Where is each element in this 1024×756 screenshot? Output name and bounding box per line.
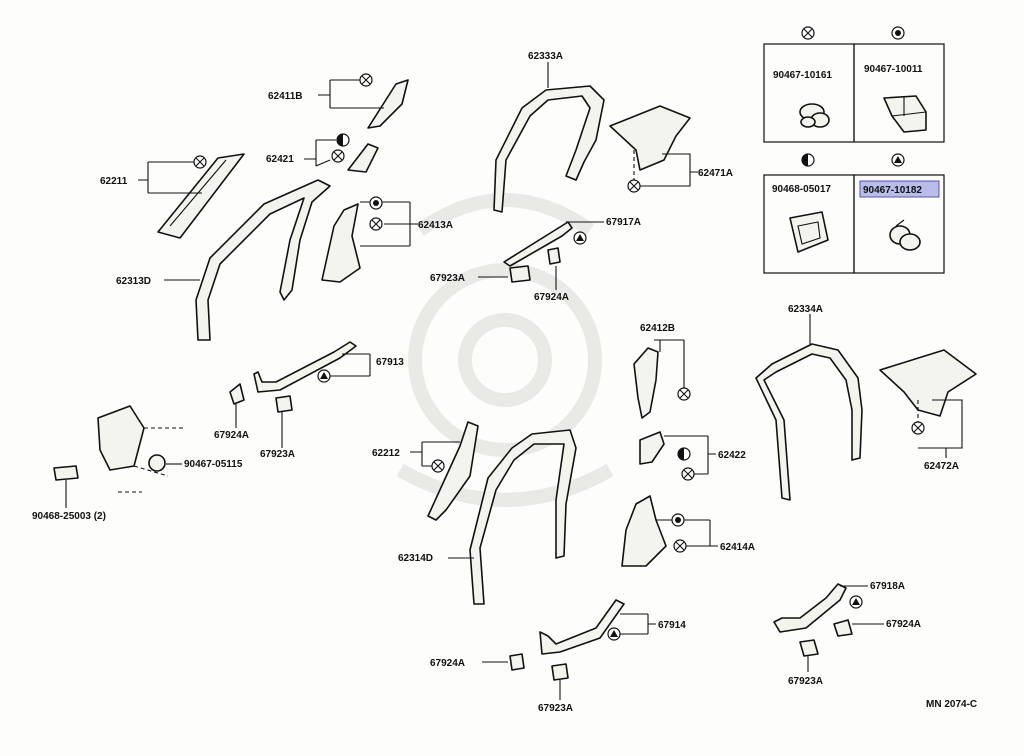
trim-62414A <box>621 495 667 567</box>
leader-lines <box>65 62 963 700</box>
label-90468-25003: 90468-25003 (2) <box>32 511 106 522</box>
triangle-icon <box>317 369 331 383</box>
label-62471A: 62471A <box>698 168 733 179</box>
legend-panel: 90467-10161 90467-10011 90468-05017 9046… <box>763 26 945 274</box>
clip-67924A-right <box>833 619 853 637</box>
label-67923A-right: 67923A <box>788 676 823 687</box>
cross-icon <box>331 149 345 163</box>
cross-icon <box>681 467 695 481</box>
legend-part-cross: 90467-10161 <box>773 70 832 81</box>
label-62411B: 62411B <box>268 91 302 102</box>
legend-box-dot <box>853 43 945 143</box>
label-67923A-left: 67923A <box>260 449 295 460</box>
label-62422: 62422 <box>718 450 746 461</box>
label-62212: 62212 <box>372 448 400 459</box>
weatherstrip-62334A <box>755 343 863 501</box>
legend-dot-icon <box>891 26 905 40</box>
legend-box-triangle <box>853 174 945 274</box>
garnish-62421 <box>347 143 379 173</box>
trim-62412B <box>633 347 659 419</box>
label-62472A: 62472A <box>924 461 959 472</box>
triangle-icon <box>849 595 863 609</box>
clip-67924A-top <box>547 247 561 265</box>
clip-90468-05017-icon <box>789 211 829 253</box>
legend-highlight <box>859 180 940 198</box>
cross-icon <box>193 155 207 169</box>
label-67924A-bottom: 67924A <box>430 658 465 669</box>
label-62421: 62421 <box>266 154 294 165</box>
legend-part-half: 90468-05017 <box>772 184 831 195</box>
cross-icon <box>627 179 641 193</box>
triangle-icon <box>573 231 587 245</box>
trim-62422 <box>639 431 665 465</box>
label-67924A-right: 67924A <box>886 619 921 630</box>
legend-triangle-icon <box>891 153 905 167</box>
legend-cross-icon <box>801 26 815 40</box>
label-67914: 67914 <box>658 620 686 631</box>
half-icon <box>677 447 691 461</box>
label-67923A-bottom: 67923A <box>538 703 573 714</box>
clip-67924A-left <box>229 383 245 405</box>
cross-icon <box>369 217 383 231</box>
label-67913: 67913 <box>376 357 404 368</box>
panel-62472A <box>879 349 977 417</box>
label-62334A: 62334A <box>788 304 823 315</box>
label-62412B: 62412B <box>640 323 675 334</box>
triangle-icon <box>607 627 621 641</box>
garnish-62411B <box>367 79 409 129</box>
label-62333A: 62333A <box>528 51 563 62</box>
label-62413A: 62413A <box>418 220 453 231</box>
weatherstrip-62314D <box>469 429 577 605</box>
legend-part-triangle: 90467-10182 <box>863 185 922 196</box>
cross-icon <box>359 73 373 87</box>
label-62313D: 62313D <box>116 276 151 287</box>
label-67924A-left: 67924A <box>214 430 249 441</box>
cross-icon <box>673 539 687 553</box>
label-90467-05115: 90467-05115 <box>184 459 243 470</box>
clip-90467-10011-icon <box>883 95 927 133</box>
clip-67923A-top <box>509 265 531 283</box>
panel-62471A <box>609 105 691 171</box>
cross-icon <box>677 387 691 401</box>
clip-90467-10182-icon <box>889 219 921 251</box>
dot-icon <box>369 196 383 210</box>
clip-67924A-bottom <box>509 653 525 671</box>
label-62211: 62211 <box>100 176 128 187</box>
legend-half-icon <box>801 153 815 167</box>
part-labels: 62411B 62421 62211 62413A 62313D 62333A … <box>32 51 977 714</box>
label-67918A: 67918A <box>870 581 905 592</box>
grommet-90467-05115 <box>148 454 166 472</box>
scuff-plate-67914 <box>539 599 625 655</box>
label-67924A-top: 67924A <box>534 292 569 303</box>
nut-90468-25003 <box>53 465 79 481</box>
legend-part-dot: 90467-10011 <box>864 64 923 75</box>
weatherstrip-62333A <box>493 85 605 213</box>
bracket-assembly <box>97 405 184 493</box>
clip-67923A-left <box>275 395 293 413</box>
weatherstrip-62313D <box>195 179 331 341</box>
clip-90467-10161-icon <box>799 103 830 128</box>
cross-icon <box>431 459 445 473</box>
clip-67923A-right <box>799 639 819 657</box>
pillar-garnish-62212 <box>427 421 479 521</box>
label-62314D: 62314D <box>398 553 433 564</box>
label-67917A: 67917A <box>606 217 641 228</box>
label-67923A-top: 67923A <box>430 273 465 284</box>
half-icon <box>336 133 350 147</box>
fastener-symbols <box>193 73 925 641</box>
watermark-emblem <box>396 193 614 507</box>
scuff-plate-67917A <box>503 221 573 267</box>
cross-icon <box>911 421 925 435</box>
trim-62413A <box>321 203 361 283</box>
label-62414A: 62414A <box>720 542 755 553</box>
clip-67923A-bottom <box>551 663 569 681</box>
scuff-plate-67913 <box>253 341 357 393</box>
dot-icon <box>671 513 685 527</box>
diagram-code: MN 2074-C <box>926 699 977 710</box>
